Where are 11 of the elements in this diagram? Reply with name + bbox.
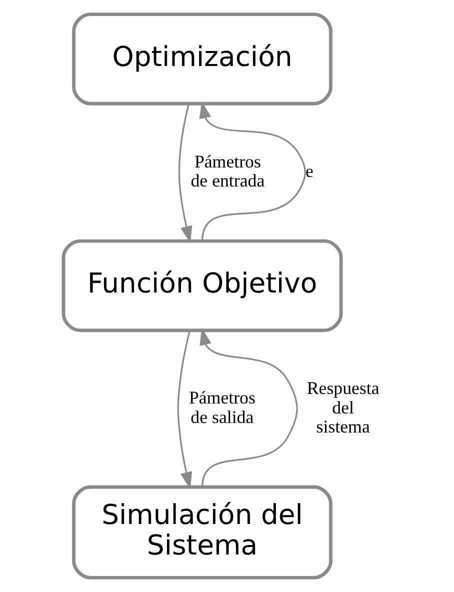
arrow	[177, 330, 192, 490]
arrow	[200, 328, 298, 488]
edge-label: Respuesta del sistema	[306, 378, 380, 437]
arrow	[178, 104, 192, 244]
edge-label: Pámetros de salida	[188, 388, 256, 427]
node-box: Función Objetivo	[62, 239, 343, 332]
node-box: Optimización	[72, 12, 332, 106]
edge-label: Pámetros de entrada	[190, 151, 265, 191]
node-box: Simulación del Sistema	[72, 485, 332, 580]
edge-label: e	[305, 161, 314, 182]
arrow	[199, 101, 306, 242]
